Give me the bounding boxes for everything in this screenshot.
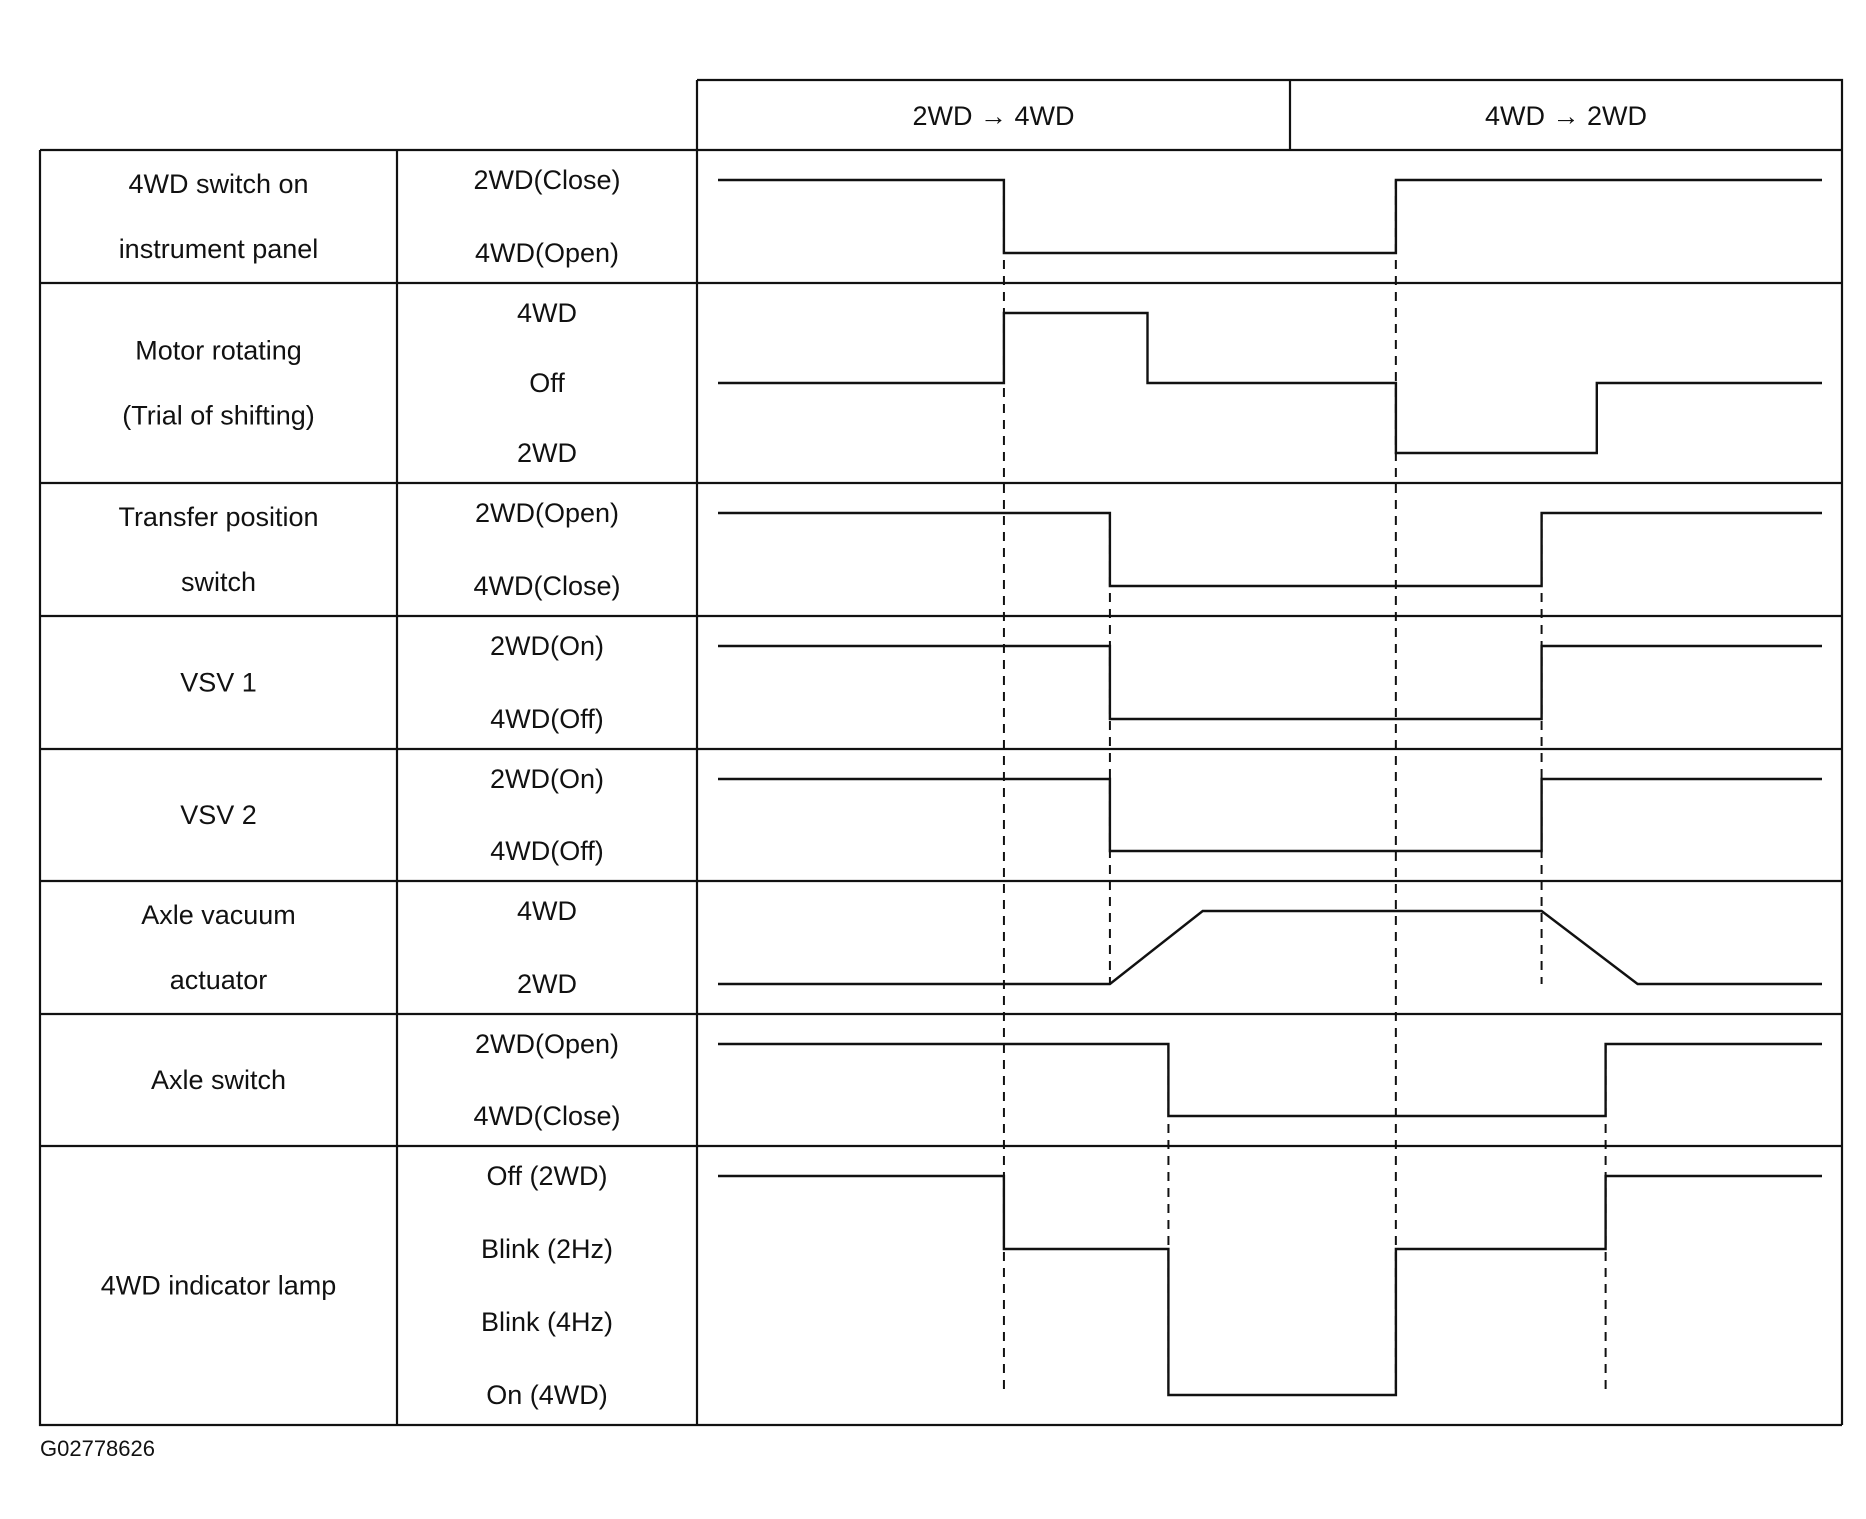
row-label: Motor rotating bbox=[135, 336, 302, 366]
level-label: 4WD(Open) bbox=[475, 238, 619, 268]
signal-waveforms bbox=[718, 178, 1822, 1397]
phase-header-1: 2WD → 4WD bbox=[913, 101, 1075, 131]
signal-trace bbox=[718, 1174, 1822, 1397]
level-label: 2WD bbox=[517, 969, 577, 999]
row-label: Axle switch bbox=[151, 1065, 286, 1095]
level-label: 2WD(Open) bbox=[475, 498, 619, 528]
level-label: Blink (4Hz) bbox=[481, 1307, 613, 1337]
signal-trace bbox=[718, 1042, 1822, 1118]
level-label: 4WD bbox=[517, 298, 577, 328]
row-label: 4WD switch on bbox=[128, 169, 308, 199]
signal-trace bbox=[718, 178, 1822, 255]
transition-guides bbox=[1002, 180, 1607, 1395]
row-label: Transfer position bbox=[118, 502, 318, 532]
signal-trace bbox=[718, 777, 1822, 853]
row-label: actuator bbox=[170, 965, 268, 995]
phase-header-2: 4WD → 2WD bbox=[1485, 101, 1647, 131]
level-label: 4WD(Off) bbox=[490, 704, 604, 734]
signal-trace bbox=[718, 311, 1822, 455]
level-label: 2WD(Close) bbox=[473, 165, 620, 195]
level-label: 2WD(On) bbox=[490, 631, 604, 661]
figure-id: G02778626 bbox=[40, 1436, 155, 1461]
level-label: 4WD(Close) bbox=[473, 1101, 620, 1131]
row-label: switch bbox=[181, 567, 256, 597]
level-label: Off bbox=[529, 368, 565, 398]
phase-header: 2WD → 4WD 4WD → 2WD bbox=[913, 101, 1648, 131]
grid-line bbox=[697, 78, 1844, 1425]
signal-trace bbox=[718, 511, 1822, 588]
row-label: Axle vacuum bbox=[141, 900, 296, 930]
level-label: 4WD(Off) bbox=[490, 836, 604, 866]
row-label: 4WD indicator lamp bbox=[101, 1271, 337, 1301]
level-label: 4WD bbox=[517, 896, 577, 926]
level-label: On (4WD) bbox=[486, 1380, 608, 1410]
signal-trace bbox=[718, 909, 1822, 986]
level-label: 2WD bbox=[517, 438, 577, 468]
level-label: 4WD(Close) bbox=[473, 571, 620, 601]
level-label: 2WD(On) bbox=[490, 764, 604, 794]
row-label: (Trial of shifting) bbox=[122, 401, 315, 431]
level-labels: 2WD(Close) 4WD(Open) 4WD Off 2WD 2WD(Open) 4WD… bbox=[473, 165, 620, 1410]
level-label: Off (2WD) bbox=[487, 1161, 608, 1191]
level-label: Blink (2Hz) bbox=[481, 1234, 613, 1264]
table-grid bbox=[38, 78, 1844, 1427]
row-label: VSV 1 bbox=[180, 668, 257, 698]
level-label: 2WD(Open) bbox=[475, 1029, 619, 1059]
grid-line bbox=[38, 150, 1842, 1427]
row-label: VSV 2 bbox=[180, 800, 257, 830]
row-label: instrument panel bbox=[119, 234, 319, 264]
signal-trace bbox=[718, 644, 1822, 721]
